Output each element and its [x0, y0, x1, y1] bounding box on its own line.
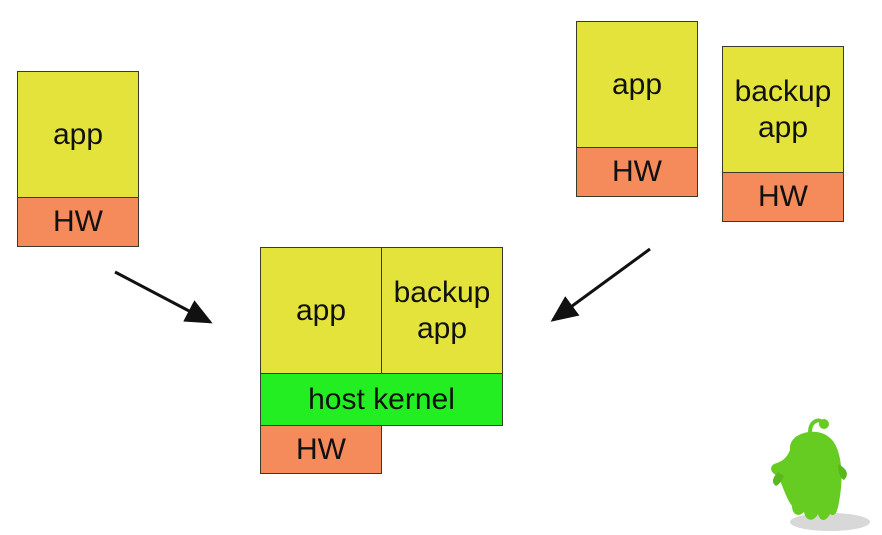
center-backup-app-box: backup app	[381, 247, 503, 374]
center-hw-box: HW	[260, 425, 382, 474]
left-hw-box: HW	[17, 197, 139, 247]
left-arrow	[114, 270, 213, 324]
right-backup-hw-box: HW	[722, 172, 844, 222]
right-arrow	[550, 247, 651, 322]
green-mascot-icon	[771, 418, 870, 531]
right-backup-app-box: backup app	[722, 46, 844, 173]
right-app-box: app	[576, 21, 698, 148]
center-host-kernel-box: host kernel	[260, 373, 503, 426]
left-app-box: app	[17, 71, 139, 198]
right-hw-box: HW	[576, 147, 698, 197]
